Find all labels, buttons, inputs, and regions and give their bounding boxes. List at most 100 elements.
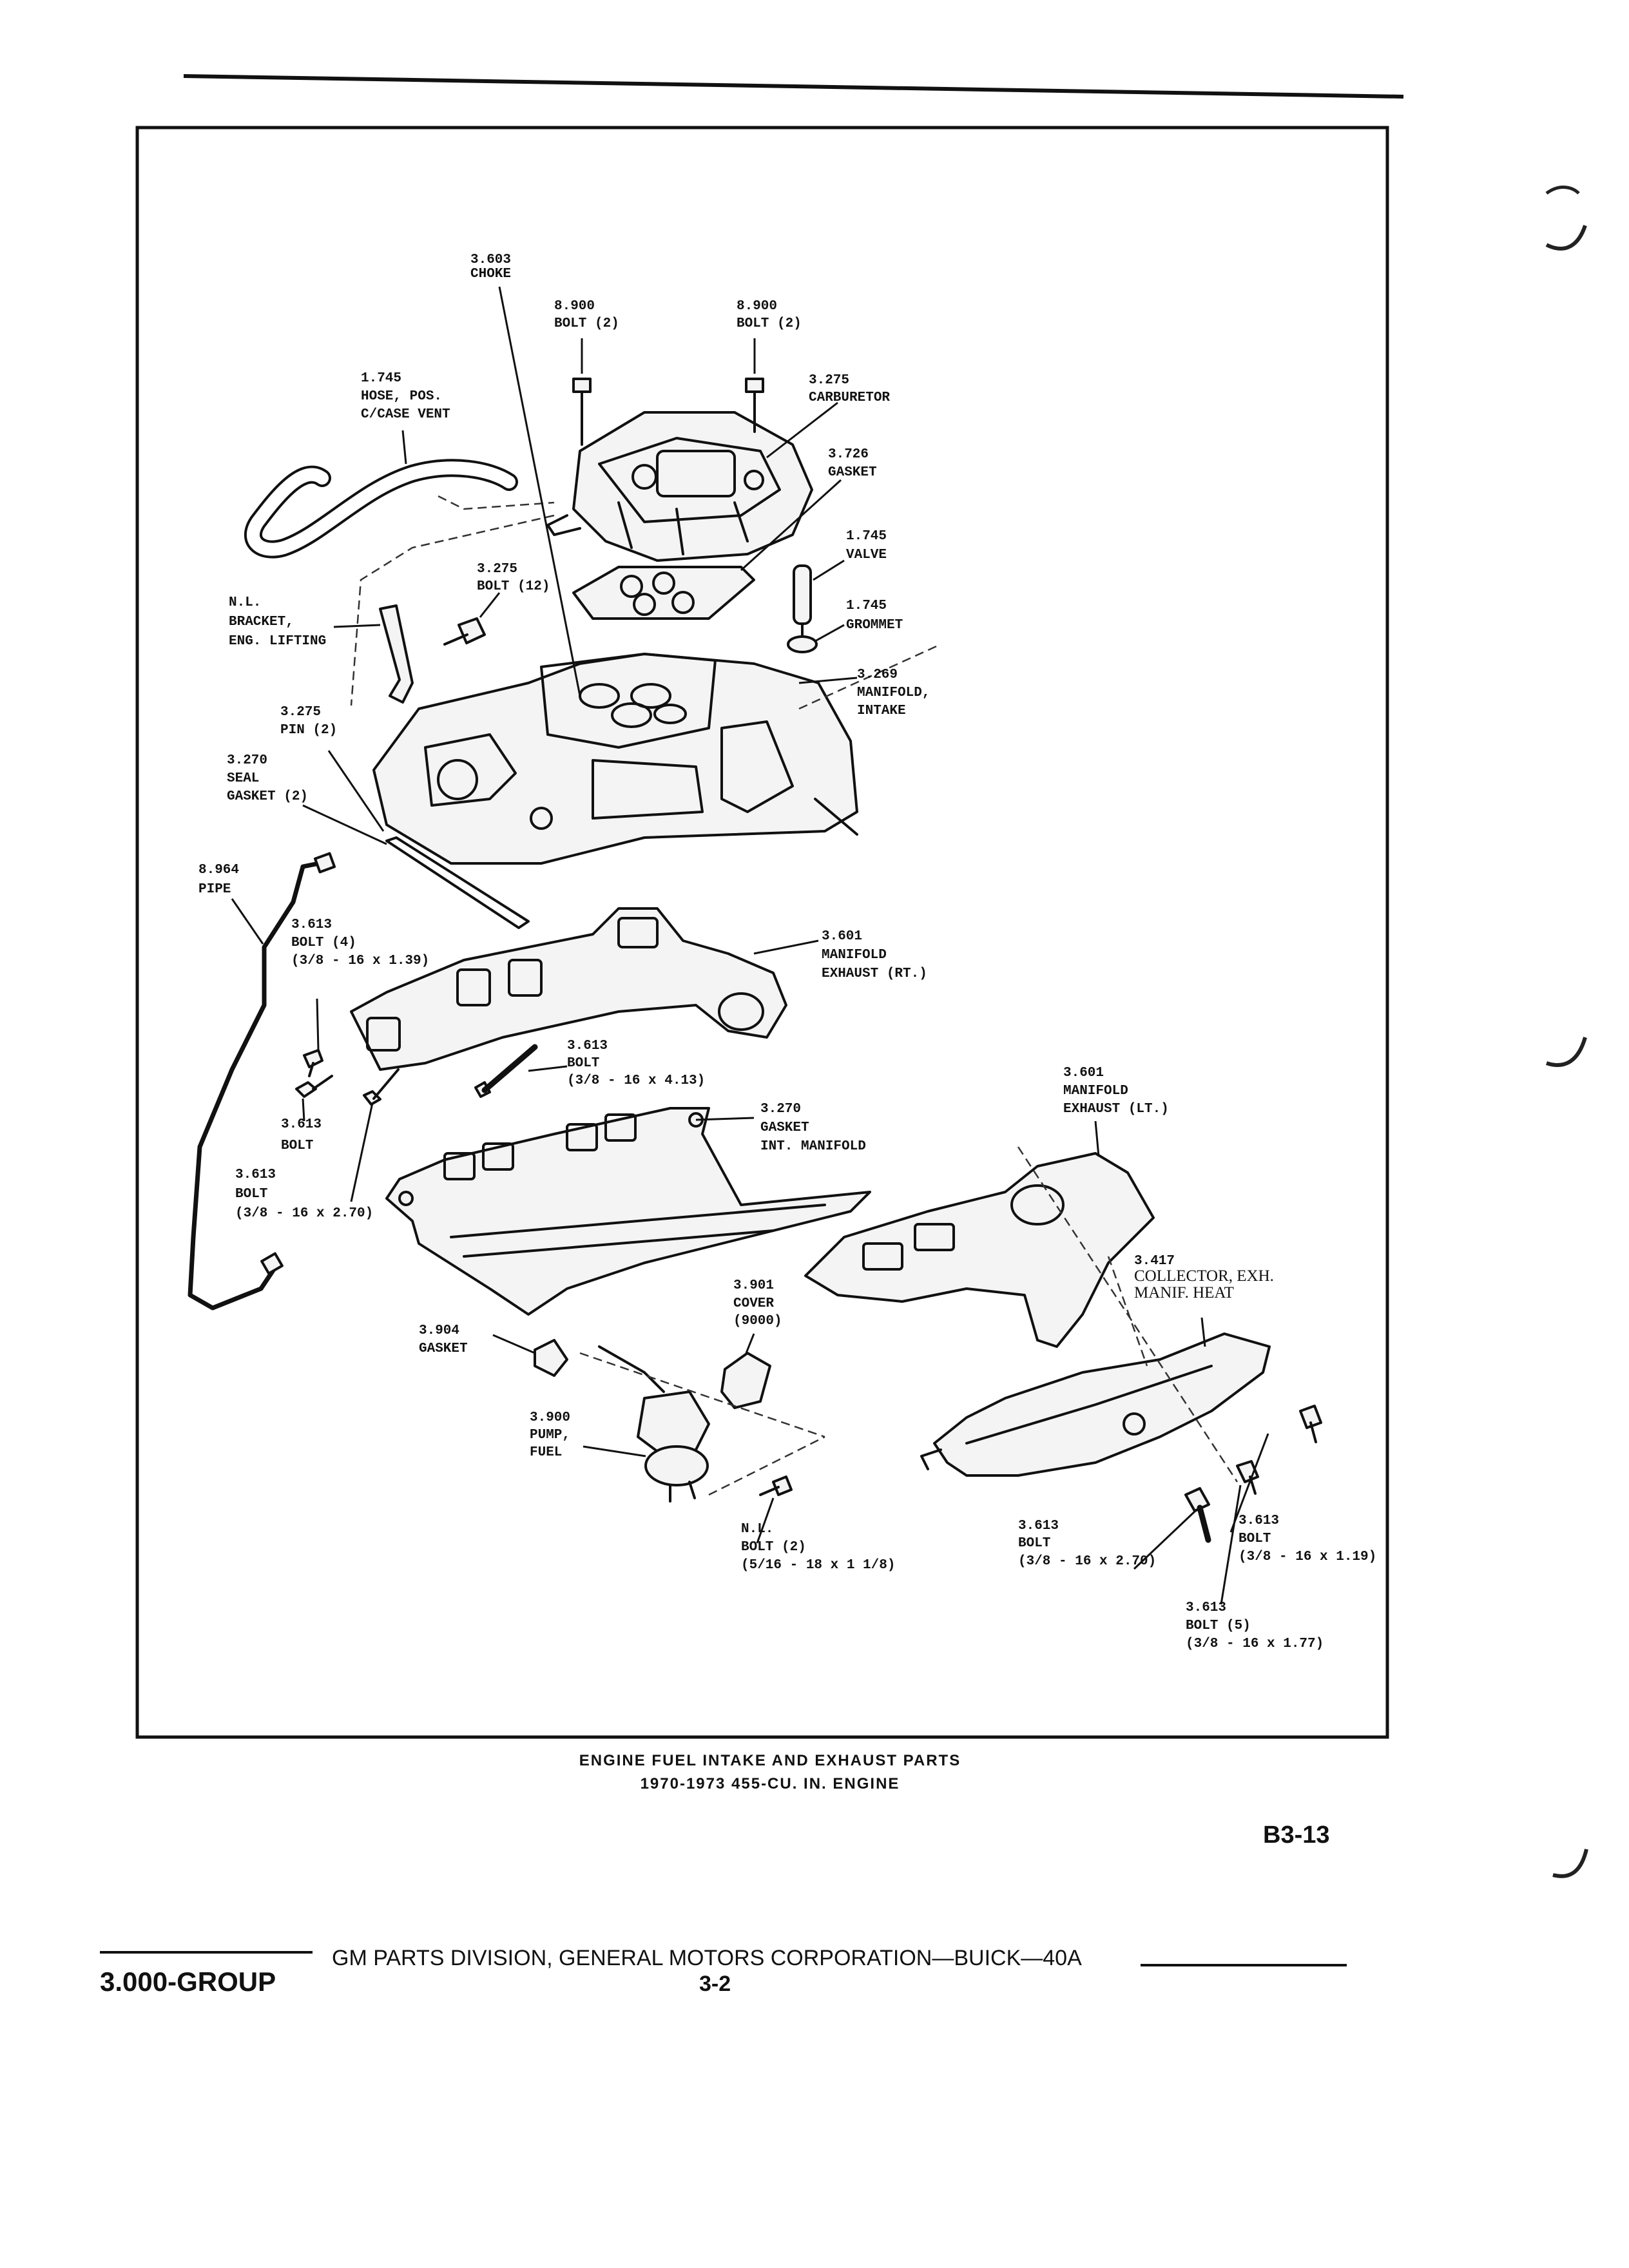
callout-name: BOLT — [235, 1187, 267, 1202]
fuel-pump-bolt-drawing — [759, 1475, 793, 1496]
callout-bolt-270-right: 3.613 BOLT (3/8 - 16 x 2.70) — [1018, 1519, 1156, 1569]
callout-bolt-4: 3.613 BOLT (4) (3/8 - 16 x 1.39) — [291, 918, 429, 968]
assembly-dashed-lines — [350, 495, 1239, 1496]
pcv-valve-drawing — [793, 564, 812, 639]
callout-manifold-exhaust-lt: 3.601 MANIFOLD EXHAUST (LT.) — [1063, 1066, 1169, 1117]
callout-name: MANIF. HEAT — [1134, 1284, 1234, 1302]
callout-pin: 3.275 PIN (2) — [280, 705, 337, 738]
footer-publisher: GM PARTS DIVISION, GENERAL MOTORS CORPOR… — [332, 1946, 1082, 1970]
callout-code: 3.900 — [530, 1410, 570, 1425]
callout-code: 3.726 — [828, 447, 869, 462]
intake-manifold-drawing — [372, 653, 858, 865]
callout-name: BRACKET, — [229, 615, 294, 629]
callout-code: 3.417 — [1134, 1254, 1175, 1269]
callout-code: 3.270 — [227, 753, 267, 768]
callout-hose: 1.745 HOSE, POS. C/CASE VENT — [361, 371, 450, 422]
callout-choke: 3.603 CHOKE — [470, 253, 511, 282]
exhaust-bolt-long-drawing — [474, 1044, 538, 1098]
callout-name: GASKET — [760, 1120, 809, 1135]
footer-group: 3.000-GROUP — [100, 1966, 276, 1997]
callout-name: EXHAUST (RT.) — [822, 966, 927, 981]
callout-bolt-270-left: 3.613 BOLT (3/8 - 16 x 2.70) — [235, 1168, 373, 1221]
callout-code: 3.613 — [1018, 1519, 1059, 1533]
carburetor-bolt-right-drawing — [745, 378, 764, 433]
diagram-frame — [135, 126, 1389, 1739]
callout-bolt-plain: 3.613 BOLT — [281, 1117, 322, 1153]
callout-bolt-12: 3.275 BOLT (12) — [477, 562, 550, 594]
callout-code: 8.964 — [198, 863, 239, 878]
callout-name: FUEL — [530, 1445, 562, 1460]
callout-name: GASKET (2) — [227, 789, 308, 804]
callout-name: HOSE, POS. — [361, 389, 442, 404]
callout-name: INT. MANIFOLD — [760, 1139, 866, 1154]
callout-code: 3.275 — [809, 373, 849, 388]
callout-name: PUMP, — [530, 1428, 570, 1443]
collector-bolt-c-drawing — [1299, 1405, 1322, 1443]
exhaust-bolt-lower-drawing — [363, 1068, 400, 1106]
callout-code: 1.745 — [361, 371, 401, 386]
callout-cover: 3.901 COVER (9000) — [733, 1278, 782, 1329]
callout-name: INTAKE — [857, 704, 906, 718]
callout-name: CHOKE — [470, 267, 511, 282]
callout-gasket-pump: 3.904 GASKET — [419, 1323, 468, 1356]
callout-name: BOLT (5) — [1186, 1619, 1251, 1633]
callout-name: BOLT — [1018, 1536, 1050, 1551]
callout-code: 3.601 — [822, 929, 862, 944]
callout-code: 8.900 — [737, 299, 777, 314]
callout-name: GASKET — [828, 465, 877, 480]
callout-code: 3.613 — [235, 1168, 276, 1182]
callout-name: CARBURETOR — [809, 390, 890, 405]
callout-name: BOLT (2) — [737, 316, 802, 331]
callout-code: 3.613 — [281, 1117, 322, 1132]
callout-code: 3.613 — [1239, 1514, 1279, 1528]
carburetor-drawing — [546, 411, 813, 562]
callout-name: (9000) — [733, 1314, 782, 1329]
scan-mark — [1546, 1037, 1587, 1068]
fuel-pump-gasket-drawing — [534, 1339, 568, 1377]
callout-code: 3.901 — [733, 1278, 774, 1293]
callout-manifold-exhaust-rt: 3.601 MANIFOLD EXHAUST (RT.) — [822, 929, 927, 981]
carburetor-gasket-drawing — [572, 566, 755, 620]
intake-bolt-drawing — [443, 617, 486, 646]
scan-mark — [1545, 186, 1580, 195]
callout-bolt-carb-left: 8.900 BOLT (2) — [554, 299, 619, 331]
callout-code: 3.613 — [1186, 1600, 1226, 1615]
callout-name: C/CASE VENT — [361, 407, 450, 422]
callout-bolt-119: 3.613 BOLT (3/8 - 16 x 1.19) — [1239, 1514, 1376, 1564]
callout-name: BOLT (2) — [554, 316, 619, 331]
scan-mark — [1545, 225, 1587, 251]
callout-bolt-413: 3.613 BOLT (3/8 - 16 x 4.13) — [567, 1039, 705, 1088]
callout-code: 3.603 — [470, 253, 511, 267]
callout-code: 3.601 — [1063, 1066, 1104, 1081]
figure-caption-line2: 1970-1973 455-CU. IN. ENGINE — [641, 1775, 900, 1792]
top-rule — [183, 74, 1404, 99]
callout-name: MANIFOLD, — [857, 686, 930, 700]
callout-name: BOLT — [1239, 1532, 1271, 1546]
callout-spec: (3/8 - 16 x 1.19) — [1239, 1550, 1376, 1564]
callout-name: BOLT — [567, 1056, 599, 1071]
callout-valve: 1.745 VALVE — [846, 529, 887, 562]
callout-name: BOLT (12) — [477, 579, 550, 594]
callout-bolt-5: 3.613 BOLT (5) (3/8 - 16 x 1.77) — [1186, 1600, 1324, 1651]
callout-name: GASKET — [419, 1341, 468, 1356]
callout-name: BOLT (2) — [741, 1540, 806, 1555]
callout-name: ENG. LIFTING — [229, 634, 326, 649]
callout-spec: (3/8 - 16 x 1.39) — [291, 954, 429, 968]
callout-spec: (3/8 - 16 x 1.77) — [1186, 1637, 1324, 1651]
callout-manifold-intake: 3.269 MANIFOLD, INTAKE — [857, 668, 930, 718]
callout-gasket-carb: 3.726 GASKET — [828, 447, 877, 480]
callout-code: 3.270 — [760, 1102, 801, 1117]
exhaust-manifold-left-drawing — [804, 1152, 1155, 1348]
heat-collector-drawing — [920, 1332, 1271, 1477]
callout-code: 3.275 — [280, 705, 321, 720]
callout-code: 1.745 — [846, 529, 887, 544]
callout-name: PIPE — [198, 882, 231, 897]
callout-pipe: 8.964 PIPE — [198, 863, 239, 897]
callout-code: 8.900 — [554, 299, 595, 314]
callout-code: N.L. — [229, 595, 261, 610]
callout-name: BOLT (4) — [291, 936, 356, 950]
callout-spec: (3/8 - 16 x 2.70) — [1018, 1554, 1156, 1569]
callout-collector: 3.417 COLLECTOR, EXH. MANIF. HEAT — [1134, 1254, 1274, 1302]
